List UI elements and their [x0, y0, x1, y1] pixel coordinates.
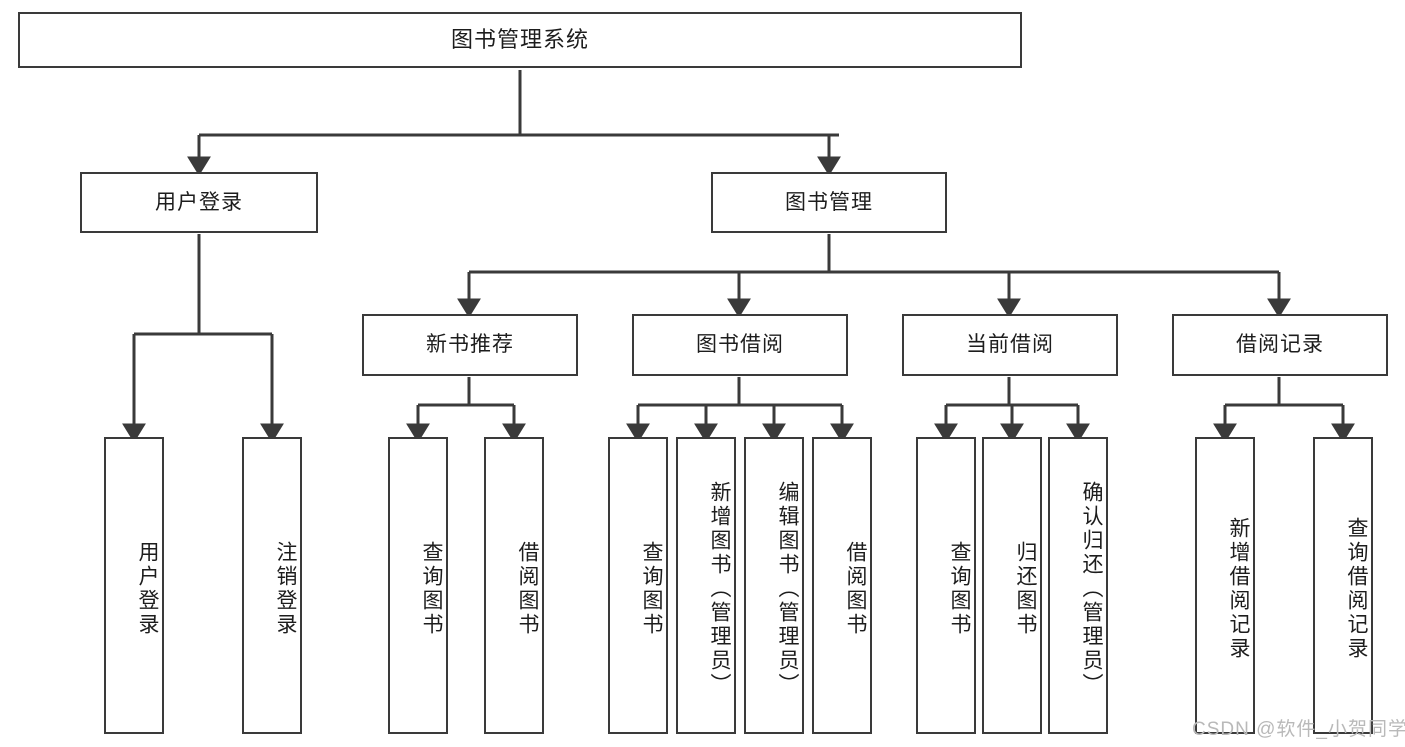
leaf-current-confirm-return-admin[interactable]: 确认归还（管理员） [1048, 437, 1108, 734]
node-label: 查询图书 [420, 540, 443, 637]
node-borrow-record[interactable]: 借阅记录 [1172, 314, 1388, 376]
node-label: 查询图书 [640, 540, 663, 637]
node-label: 查询借阅记录 [1345, 516, 1368, 661]
leaf-current-return-book[interactable]: 归还图书 [982, 437, 1042, 734]
node-current-borrow[interactable]: 当前借阅 [902, 314, 1118, 376]
node-label: 归还图书 [1014, 540, 1037, 637]
leaf-record-query-record[interactable]: 查询借阅记录 [1313, 437, 1373, 734]
node-label: 借阅图书 [516, 540, 539, 637]
node-label: 图书管理系统 [450, 26, 589, 52]
node-book-borrow[interactable]: 图书借阅 [632, 314, 848, 376]
node-label: 当前借阅 [966, 333, 1054, 357]
leaf-new-book-borrow[interactable]: 借阅图书 [484, 437, 544, 734]
leaf-borrow-query-book[interactable]: 查询图书 [608, 437, 668, 734]
node-label: 查询图书 [948, 540, 971, 637]
node-new-book-recommend[interactable]: 新书推荐 [362, 314, 578, 376]
node-label: 图书管理 [785, 190, 873, 214]
node-label: 编辑图书（管理员） [776, 480, 799, 697]
leaf-user-login-login[interactable]: 用户登录 [104, 437, 164, 734]
leaf-new-book-query[interactable]: 查询图书 [388, 437, 448, 734]
node-label: 借阅记录 [1236, 333, 1324, 357]
node-label: 新增图书（管理员） [708, 480, 731, 697]
leaf-user-login-logout[interactable]: 注销登录 [242, 437, 302, 734]
node-label: 用户登录 [155, 190, 243, 214]
leaf-borrow-add-book-admin[interactable]: 新增图书（管理员） [676, 437, 736, 734]
node-label: 借阅图书 [844, 540, 867, 637]
node-book-management[interactable]: 图书管理 [711, 172, 947, 233]
leaf-record-add-record[interactable]: 新增借阅记录 [1195, 437, 1255, 734]
leaf-current-query-book[interactable]: 查询图书 [916, 437, 976, 734]
node-label: 新书推荐 [426, 333, 514, 357]
leaf-borrow-edit-book-admin[interactable]: 编辑图书（管理员） [744, 437, 804, 734]
leaf-borrow-borrow-book[interactable]: 借阅图书 [812, 437, 872, 734]
node-label: 确认归还（管理员） [1080, 480, 1103, 697]
node-label: 图书借阅 [696, 333, 784, 357]
node-label: 新增借阅记录 [1227, 516, 1250, 661]
node-root-system[interactable]: 图书管理系统 [18, 12, 1022, 68]
node-label: 用户登录 [136, 540, 159, 637]
node-user-login[interactable]: 用户登录 [80, 172, 318, 233]
node-label: 注销登录 [274, 540, 297, 637]
csdn-watermark: CSDN @软件_小贺同学 [1192, 719, 1405, 740]
